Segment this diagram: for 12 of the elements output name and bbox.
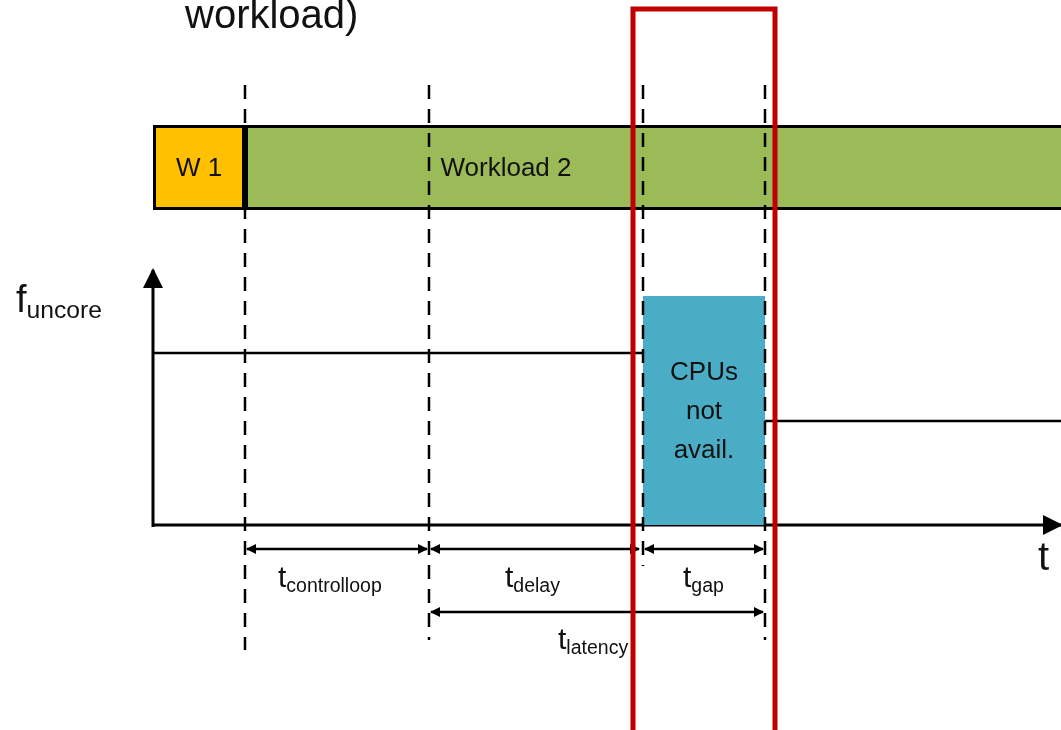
dimension-label: t$_{gap}$ (683, 562, 724, 596)
workload-bar (153, 125, 245, 210)
workload-bar (245, 125, 1061, 210)
axis-label: t (1038, 536, 1050, 576)
axis-label: f$_{uncore}$ (16, 280, 103, 323)
dimension-label: t$_{delay}$ (505, 562, 560, 596)
unavailable-block (643, 296, 765, 525)
bar-label: W 1 (175, 151, 223, 184)
bar-label: Workload 2 (440, 151, 572, 184)
block-label: CPUs not avail. (669, 355, 739, 466)
dimension-label: t$_{controlloop}$ (278, 562, 382, 596)
dimension-label: t$_{latency}$ (558, 624, 629, 658)
